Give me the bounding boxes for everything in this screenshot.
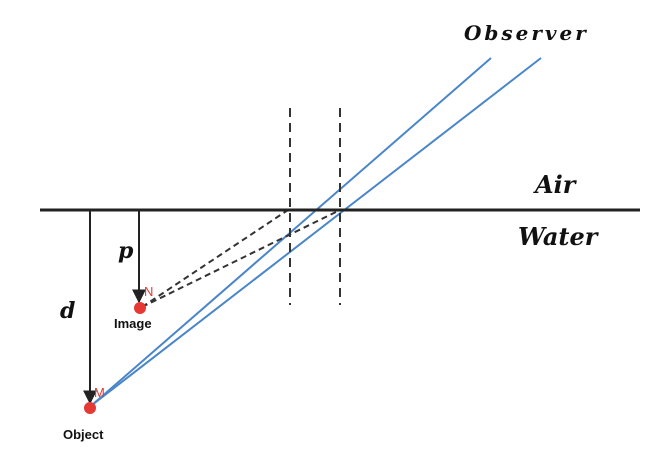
virtual-ray-2 <box>141 209 341 308</box>
apparent-depth-label: p <box>118 238 134 264</box>
virtual-ray-1 <box>141 209 289 308</box>
point-m-label: M <box>94 385 105 400</box>
point-n-label: N <box>144 284 153 299</box>
image-point <box>134 302 146 314</box>
image-label: Image <box>114 316 152 331</box>
water-label: Water <box>518 222 600 251</box>
object-label: Object <box>63 427 104 442</box>
observer-label: Observer <box>464 21 589 45</box>
object-point <box>84 402 96 414</box>
real-depth-label: d <box>60 298 75 324</box>
air-label: Air <box>533 170 578 199</box>
ray-1 <box>91 57 492 406</box>
ray-2 <box>91 57 542 406</box>
